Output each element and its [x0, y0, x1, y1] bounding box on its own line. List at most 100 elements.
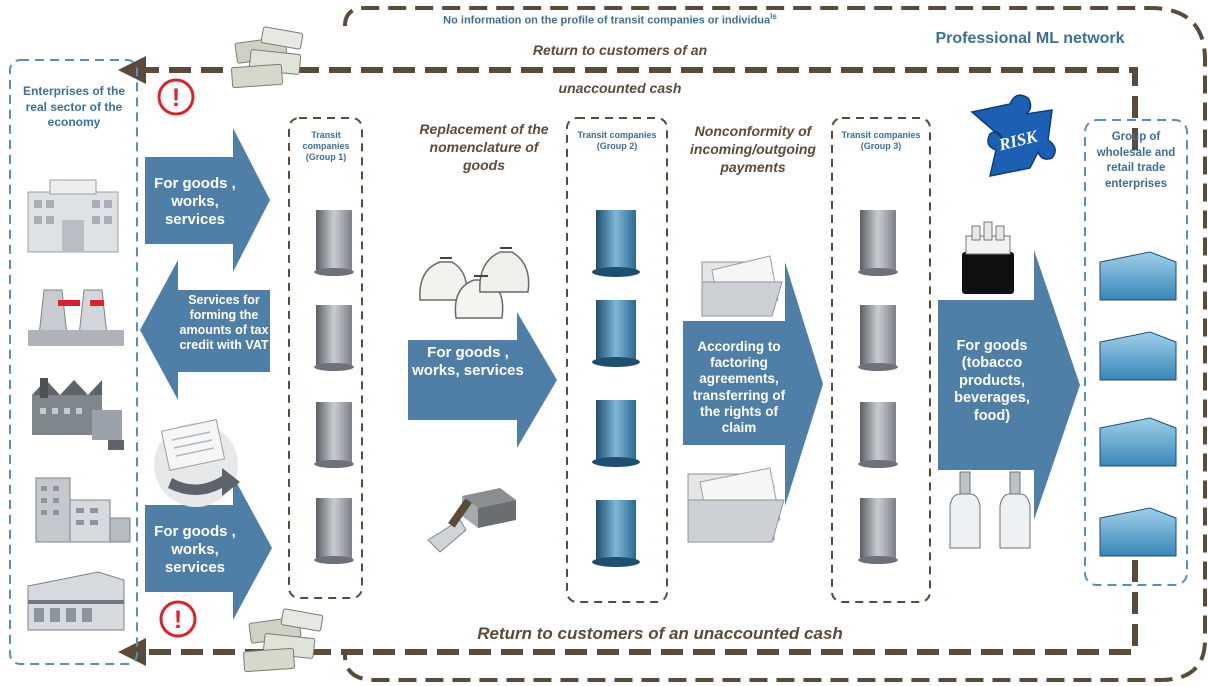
gray-building-icon-part	[860, 402, 896, 462]
arrow-final	[938, 250, 1080, 520]
office-building-icon-part-part	[92, 200, 100, 208]
teal-building-icon	[592, 300, 640, 367]
cigarette-pack-icon-part	[971, 221, 1005, 241]
gray-building-icon-part	[314, 363, 354, 371]
gray-building-icon-part	[860, 498, 896, 558]
office-complex-icon-part-part	[76, 520, 84, 525]
folder-icon-bottom	[687, 467, 785, 543]
return-top-line2: unaccounted cash	[558, 80, 682, 96]
document-icon	[154, 419, 240, 507]
gray-building-icon-part	[316, 402, 352, 462]
money-stack-icon-bottom-part	[280, 608, 324, 632]
return-top-arrowhead	[118, 56, 146, 84]
group1-title: Transit companies (Group 1)	[302, 130, 350, 162]
office-building-icon-part-part	[46, 200, 54, 208]
arrow-goods-group2	[408, 312, 557, 448]
warehouse-icon-part-part	[50, 608, 60, 622]
office-building-icon-part-part	[92, 216, 100, 224]
gray-building-icon	[858, 210, 898, 276]
network-title: Professional ML network	[935, 30, 1125, 47]
return-bottom-label: Return to customers of an unaccounted ca…	[477, 624, 843, 643]
warehouse-icon-part	[28, 600, 124, 604]
factory-icon-part-part	[40, 408, 46, 414]
return-bottom-path	[140, 560, 1138, 655]
group3-title: Transit companies (Group 3)	[841, 130, 921, 151]
office-complex-icon-part-part	[90, 508, 98, 513]
office-building-icon-part-part	[104, 200, 112, 208]
document-icon-part-part	[171, 431, 211, 441]
factory-icon-part-part	[76, 408, 82, 414]
teal-building-icon-part	[592, 557, 640, 567]
gray-building-icon-part	[316, 498, 352, 558]
gray-building-icon-part	[860, 210, 896, 270]
arrow-top-right	[145, 128, 270, 272]
arrow-middle-left	[140, 260, 270, 400]
gray-building-icon	[314, 402, 354, 468]
document-icon-part	[168, 468, 240, 496]
document-icon-part-part	[175, 447, 215, 457]
money-stack-icon-top-part	[260, 26, 304, 50]
warehouse-icon-part-part	[66, 608, 76, 622]
factory-icon-part	[32, 380, 102, 395]
office-complex-icon-part-part	[41, 510, 47, 515]
glass-building-icon-part	[1099, 251, 1177, 301]
gray-building-icon-part	[316, 210, 352, 270]
office-building-icon-part-part	[34, 200, 42, 208]
glass-building-icon-part	[1099, 507, 1177, 557]
glass-building-icon-part	[1099, 417, 1177, 467]
teal-building-icon-part	[596, 400, 636, 460]
office-building-icon-part-part	[46, 216, 54, 224]
office-complex-icon	[35, 477, 131, 543]
trowel-bricks-icon-part	[462, 488, 516, 508]
factory-icon-part	[40, 408, 82, 414]
office-complex-icon-part-part	[76, 508, 84, 513]
glass-building-icon-part	[1099, 331, 1177, 381]
replacement-heading: Replacement of the nomenclature of goods	[419, 121, 549, 174]
no-info-note: No information on the profile of transit…	[380, 12, 840, 27]
money-stack-icon-top-part	[230, 63, 284, 89]
bottles-icon-part	[959, 471, 971, 495]
trowel-bricks-icon-part	[427, 519, 467, 553]
sacks-icon	[419, 247, 530, 319]
power-plant-icon	[28, 289, 124, 346]
office-building-icon-part-part	[104, 216, 112, 224]
gray-building-icon	[314, 498, 354, 564]
risk-puzzle-icon-part	[970, 94, 1056, 177]
warehouse-icon-part-part	[34, 608, 44, 622]
factory-icon-part-part	[52, 408, 58, 414]
arrow-factoring	[683, 262, 823, 506]
gray-building-icon	[858, 498, 898, 564]
glass-building-icon	[1099, 507, 1177, 557]
teal-building-icon-part	[596, 210, 636, 270]
gray-building-icon-part	[314, 556, 354, 564]
money-stack-icon-bottom-part	[242, 647, 296, 673]
cigarette-pack-icon	[962, 221, 1014, 294]
gray-building-icon-part	[858, 460, 898, 468]
group3-buildings	[858, 210, 898, 564]
alert-icon-bottom-part: !	[174, 606, 182, 634]
teal-building-icon-part	[596, 300, 636, 360]
gray-building-icon	[858, 402, 898, 468]
document-icon-part	[171, 431, 215, 457]
gray-building-icon	[858, 305, 898, 371]
document-icon-part-part	[173, 439, 213, 449]
alert-icon-bottom: !	[159, 600, 197, 638]
gray-building-icon-part	[858, 556, 898, 564]
office-complex-icon-part	[109, 517, 131, 543]
folder-icon-bottom-part	[687, 499, 785, 543]
warehouse-icon-part-part	[82, 608, 92, 622]
no-info-note-text: No information on the profile of transit…	[443, 14, 771, 27]
gray-building-icon-part	[316, 305, 352, 365]
cigarette-pack-icon-part-part	[971, 225, 981, 241]
arrow-final-label: For goods (tobacco products, beverages, …	[954, 338, 1030, 424]
left-panel-title: Enterprises of the real sector of the ec…	[22, 84, 126, 130]
factory-icon-part-part	[64, 408, 70, 414]
factory-icon	[32, 378, 124, 450]
group1-box	[288, 117, 363, 599]
return-top-line1: Return to customers of an	[532, 42, 708, 58]
teal-building-icon	[592, 500, 640, 567]
factory-icon-part	[40, 378, 48, 398]
factory-icon-part	[32, 395, 102, 435]
trowel-bricks-icon-part	[448, 498, 472, 528]
